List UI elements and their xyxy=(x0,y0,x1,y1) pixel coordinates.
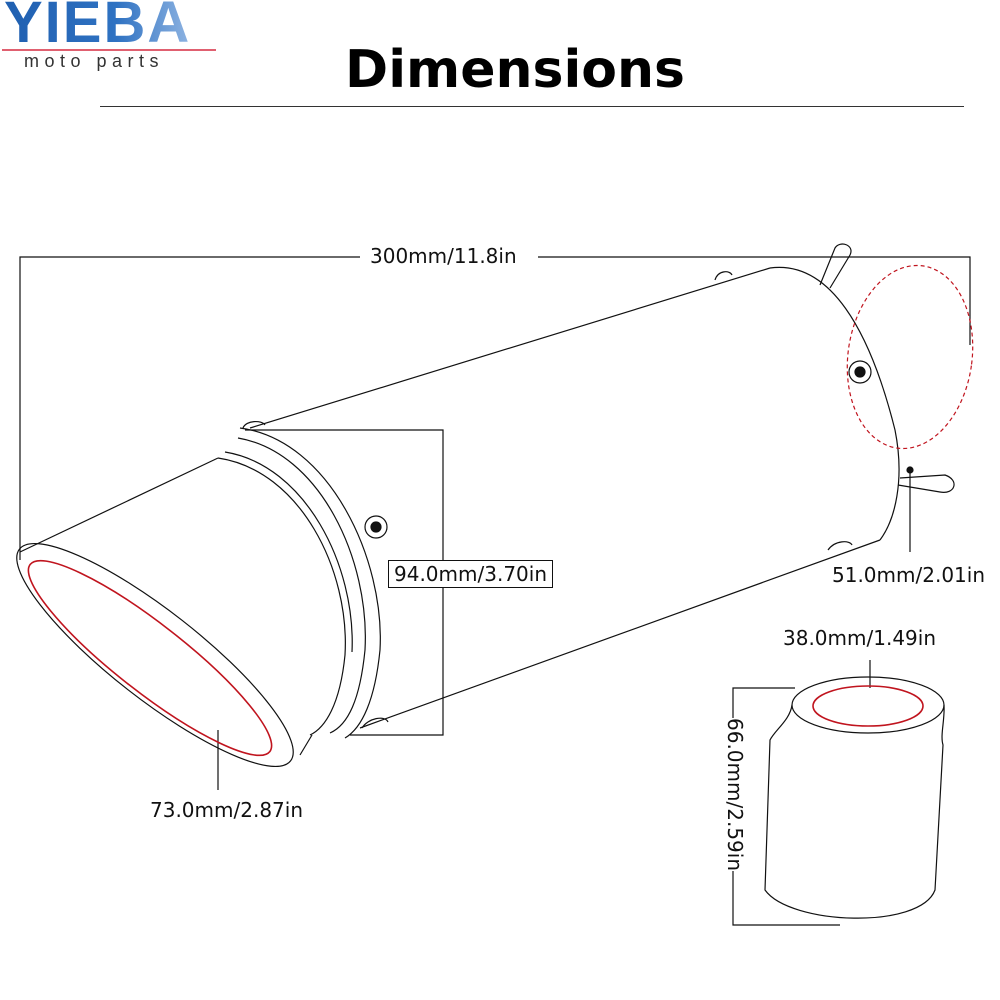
inlet-diameter-label: 51.0mm/2.01in xyxy=(832,563,985,587)
title-divider xyxy=(100,106,964,107)
db-killer-length-line xyxy=(732,687,840,926)
page-title: Dimensions xyxy=(345,40,685,100)
logo-divider xyxy=(2,49,216,51)
logo-text: YIEBA xyxy=(4,0,191,52)
body-diameter-label: 94.0mm/3.70in xyxy=(388,560,553,588)
db-killer xyxy=(764,676,945,919)
outlet-diameter-label: 73.0mm/2.87in xyxy=(150,798,303,822)
muffler-body xyxy=(16,243,974,768)
length-dimension-line xyxy=(19,256,971,560)
brand-logo: YIEBA moto parts xyxy=(0,0,222,76)
db-killer-diameter-label: 38.0mm/1.49in xyxy=(783,626,936,650)
db-killer-length-label: 66.0mm/2.59in xyxy=(723,718,747,871)
length-label: 300mm/11.8in xyxy=(370,244,517,268)
logo-tagline: moto parts xyxy=(24,51,165,71)
